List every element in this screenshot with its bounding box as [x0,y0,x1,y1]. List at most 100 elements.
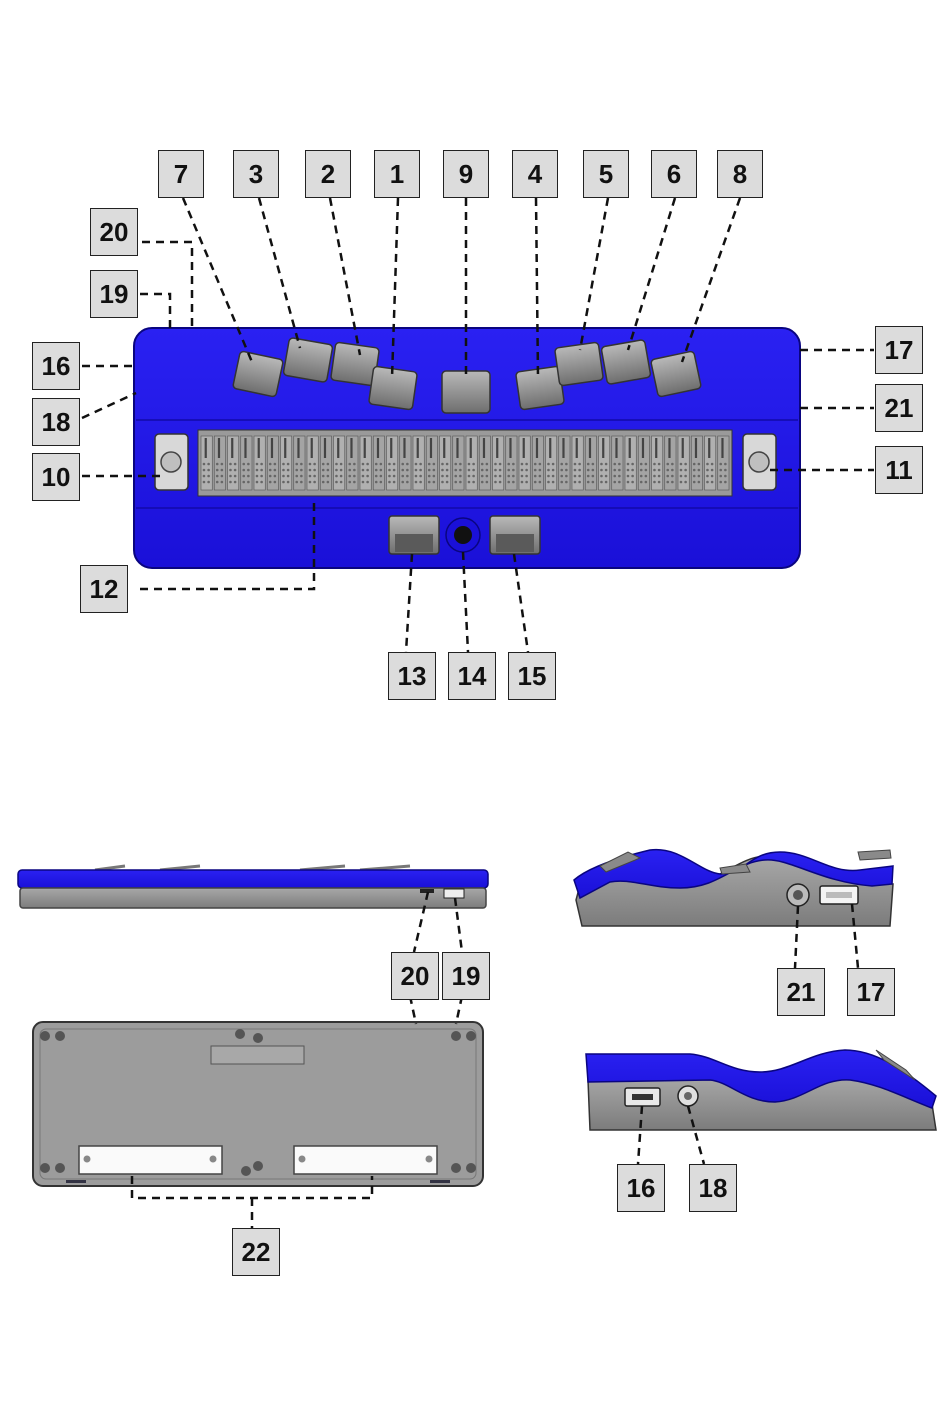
braille-dot [547,475,550,478]
braille-dot [340,469,343,472]
cursor-routing-key [297,438,299,458]
dot-4-key[interactable] [516,366,565,410]
braille-dot [441,463,444,466]
braille-dot [627,481,630,484]
braille-dot [415,475,418,478]
dot-7-key[interactable] [233,351,284,397]
braille-dot [565,463,568,466]
callout-back-20: 20 [391,952,439,1000]
braille-dot [221,481,224,484]
braille-dot [242,481,245,484]
cursor-routing-key [536,438,538,458]
braille-dot [229,469,232,472]
cursor-routing-key [350,438,352,458]
braille-dot [613,481,616,484]
braille-dot [247,475,250,478]
braille-dot [327,463,330,466]
braille-dot [256,475,259,478]
dot-5-key[interactable] [555,342,604,386]
braille-dot [221,469,224,472]
braille-dot [415,463,418,466]
braille-dot [618,481,621,484]
braille-dot [388,481,391,484]
braille-dot [684,481,687,484]
braille-dot [565,469,568,472]
braille-dot [711,469,714,472]
braille-dot [375,481,378,484]
braille-dot [433,469,436,472]
cursor-routing-key [430,438,432,458]
braille-dot [711,463,714,466]
cursor-routing-key [589,438,591,458]
braille-dot [552,475,555,478]
braille-dot [468,469,471,472]
braille-dot [459,469,462,472]
braille-dot [468,475,471,478]
left-side-view [586,1050,936,1130]
braille-dot [428,469,431,472]
braille-dot [618,469,621,472]
braille-dot [680,475,683,478]
braille-dot [234,463,237,466]
braille-dot [578,463,581,466]
braille-dot [525,481,528,484]
braille-dot [221,475,224,478]
cursor-routing-key [615,438,617,458]
braille-dot [560,469,563,472]
braille-dot [247,469,250,472]
callout-16: 16 [32,342,80,390]
braille-dot [274,463,277,466]
braille-dot [401,475,404,478]
braille-dot [295,475,298,478]
dot-8-key[interactable] [651,351,702,397]
callout-5: 5 [583,150,629,198]
braille-dot [711,481,714,484]
braille-dot [534,475,537,478]
braille-dot [698,475,701,478]
braille-dot [706,475,709,478]
callout-6: 6 [651,150,697,198]
braille-dot [521,481,524,484]
braille-dot [539,481,542,484]
braille-dot [340,481,343,484]
callout-21: 21 [875,384,923,432]
braille-dot [587,463,590,466]
braille-dot [287,469,290,472]
braille-dot [539,475,542,478]
right-panning-button[interactable] [743,434,776,490]
braille-dot [645,475,648,478]
braille-dot [295,463,298,466]
left-panning-button[interactable] [155,434,188,490]
braille-dot [605,469,608,472]
joystick[interactable] [446,518,480,552]
braille-dot [666,463,669,466]
braille-dot [613,463,616,466]
braille-dot [534,469,537,472]
dot-3-key[interactable] [283,337,333,382]
space-key[interactable] [442,371,490,413]
cursor-routing-key [456,438,458,458]
braille-dot [560,475,563,478]
braille-dot [335,469,338,472]
braille-dot [380,469,383,472]
braille-dot [499,475,502,478]
braille-dot [512,481,515,484]
braille-dot [560,481,563,484]
braille-dot [242,469,245,472]
braille-dot [216,481,219,484]
braille-dot [640,469,643,472]
braille-dot [362,469,365,472]
braille-dot [406,475,409,478]
braille-dot [274,481,277,484]
callout-side-17: 17 [847,968,895,1016]
braille-dot [724,463,727,466]
braille-dot [631,463,634,466]
right-thumb-key[interactable] [490,516,540,554]
braille-dot [256,469,259,472]
dot-6-key[interactable] [601,339,651,384]
braille-dot [560,463,563,466]
callout-side-16: 16 [617,1164,665,1212]
braille-dot [242,475,245,478]
braille-cell-display[interactable] [198,430,732,496]
left-thumb-key[interactable] [389,516,439,554]
